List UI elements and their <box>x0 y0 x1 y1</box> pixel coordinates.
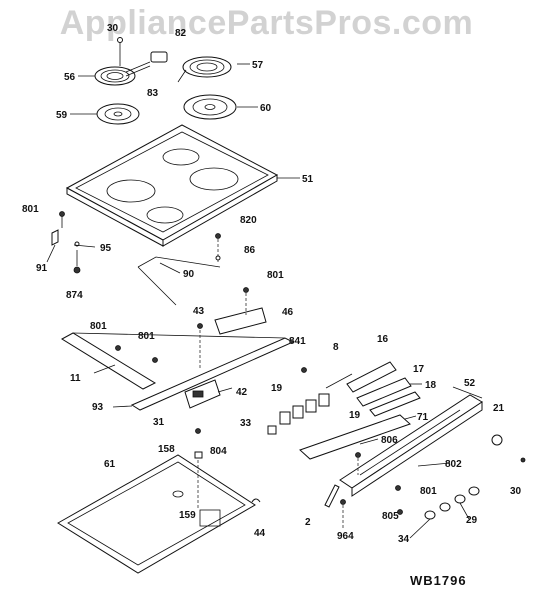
leader-lines <box>46 63 483 539</box>
burner-box <box>57 428 261 574</box>
label-43: 43 <box>193 306 205 317</box>
label-21: 21 <box>493 403 505 414</box>
infinite-switches <box>267 393 330 435</box>
drip-pan-small <box>96 103 140 125</box>
drip-pan-large <box>183 94 237 120</box>
surface-unit-small <box>94 61 151 86</box>
label-44: 44 <box>254 528 266 539</box>
hinge-bracket <box>51 211 81 274</box>
label-874: 874 <box>66 290 83 301</box>
label-159: 159 <box>179 510 196 521</box>
label-31: 31 <box>153 417 165 428</box>
label-841: 841 <box>289 336 306 347</box>
label-82: 82 <box>175 28 187 39</box>
label-30: 30 <box>510 486 522 497</box>
label-820: 820 <box>240 215 257 226</box>
label-801: 801 <box>267 270 284 281</box>
label-804: 804 <box>210 446 227 457</box>
surface-unit-large <box>177 56 232 83</box>
label-56: 56 <box>64 72 76 83</box>
label-801: 801 <box>420 486 437 497</box>
label-11: 11 <box>70 373 81 384</box>
control-panel-bracket <box>299 414 411 460</box>
bake-element-group <box>301 361 421 417</box>
label-801: 801 <box>90 321 107 332</box>
label-71: 71 <box>417 412 429 423</box>
label-801: 801 <box>138 331 155 342</box>
label-42: 42 <box>236 387 248 398</box>
part-labels: 30 82 56 57 83 59 60 51 801 820 86 95 91… <box>22 23 522 545</box>
label-46: 46 <box>282 307 294 318</box>
label-95: 95 <box>100 243 112 254</box>
label-91: 91 <box>36 263 48 274</box>
label-33: 33 <box>240 418 252 429</box>
label-805: 805 <box>382 511 399 522</box>
label-61: 61 <box>104 459 116 470</box>
label-17: 17 <box>413 364 425 375</box>
label-158: 158 <box>158 444 175 455</box>
label-806: 806 <box>381 435 398 446</box>
label-57: 57 <box>252 60 264 71</box>
label-964: 964 <box>337 531 354 542</box>
diagram-code: WB1796 <box>410 573 467 588</box>
label-59: 59 <box>56 110 68 121</box>
front-frame <box>61 323 295 411</box>
label-30: 30 <box>107 23 119 34</box>
switch-bracket <box>184 379 221 409</box>
label-2: 2 <box>305 517 311 528</box>
bracket-46 <box>214 287 267 335</box>
label-8: 8 <box>333 342 339 353</box>
label-34: 34 <box>398 534 410 545</box>
watermark: AppliancePartsPros.com <box>59 4 474 42</box>
label-29: 29 <box>466 515 478 526</box>
control-knobs <box>424 434 526 520</box>
label-18: 18 <box>425 380 437 391</box>
mounting-clip <box>324 452 403 530</box>
label-60: 60 <box>260 103 272 114</box>
label-52: 52 <box>464 378 476 389</box>
label-90: 90 <box>183 269 195 280</box>
label-19: 19 <box>271 383 283 394</box>
label-83: 83 <box>147 88 159 99</box>
label-16: 16 <box>377 334 389 345</box>
label-93: 93 <box>92 402 104 413</box>
label-801: 801 <box>22 204 39 215</box>
label-19: 19 <box>349 410 361 421</box>
cooktop <box>65 124 279 247</box>
terminal-block <box>117 37 168 66</box>
label-51: 51 <box>302 174 314 185</box>
backsplash-panel <box>339 394 483 497</box>
label-86: 86 <box>244 245 256 256</box>
support-rod <box>137 233 221 306</box>
label-802: 802 <box>445 459 462 470</box>
